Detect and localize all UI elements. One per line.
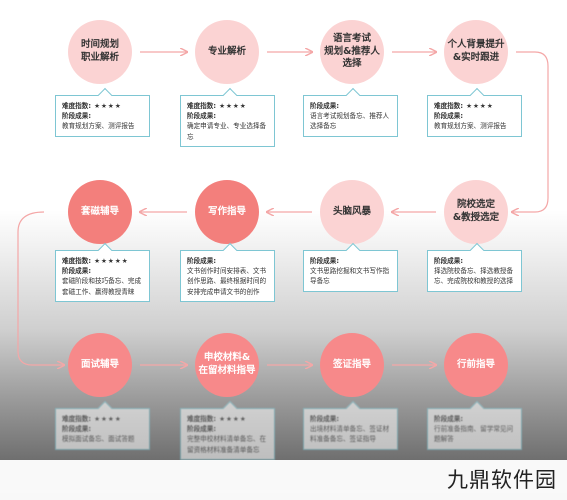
card-line-value: 出境材料清单备忘、签证材料准备备忘、签证指导: [310, 425, 390, 444]
step-node-n10: 申校材料& 在留材料指导: [195, 333, 259, 397]
card-line: 阶段成果:: [187, 424, 268, 434]
difficulty-stars: ★★★★: [91, 102, 122, 110]
card-line-label: 难度指数:: [62, 102, 92, 110]
step-node-n2: 专业解析: [195, 20, 259, 84]
card-line-value: 教育规划方案、测评报告: [434, 122, 507, 131]
card-line-label: 难度指数:: [434, 102, 464, 110]
watermark-text: 九鼎软件园: [447, 468, 557, 492]
difficulty-stars: ★★★★★: [91, 257, 129, 265]
card-line: 套磁阶段和技巧备忘、完成套磁工作、赢得教授青睐: [62, 276, 143, 296]
step-node-n12: 行前指导: [444, 333, 508, 397]
card-line-label: 阶段成果:: [187, 425, 217, 434]
step-card-n1: 难度指数: ★★★★阶段成果:教育规划方案、测评报告: [55, 87, 150, 137]
card-line-value: 文书思路挖掘和文书写作指导备忘: [310, 267, 390, 286]
step-node-n5: 院校选定 &教授选定: [444, 180, 508, 244]
connector-left: [17, 211, 64, 365]
card-line: 教育规划方案、测评报告: [434, 121, 515, 131]
card-line: 阶段成果:: [62, 424, 143, 434]
card-line-label: 阶段成果:: [310, 102, 340, 110]
card-line: 出境材料清单备忘、签证材料准备备忘、签证指导: [310, 424, 391, 444]
card-line-label: 难度指数:: [62, 257, 92, 265]
card-line: 阶段成果:: [62, 111, 143, 121]
card-line-value: 教育规划方案、测评报告: [62, 122, 135, 131]
difficulty-stars: ★★★★: [463, 102, 494, 110]
card-line: 阶段成果:: [434, 256, 515, 266]
step-node-n9: 面试辅导: [68, 333, 132, 397]
card-line: 难度指数: ★★★★: [187, 101, 268, 111]
step-node-n4: 个人背景提升 &实时跟进: [444, 20, 508, 84]
card-line-label: 阶段成果:: [62, 112, 92, 121]
card-line: 教育规划方案、测评报告: [62, 121, 143, 131]
card-line-label: 阶段成果:: [62, 267, 92, 276]
card-line-label: 阶段成果:: [434, 415, 464, 423]
card-line-value: 套磁阶段和技巧备忘、完成套磁工作、赢得教授青睐: [62, 277, 142, 296]
card-line-label: 阶段成果:: [62, 425, 92, 434]
step-card-n3: 阶段成果: 语言考试规划备忘、推荐人选择备忘: [303, 87, 398, 137]
card-line-label: 阶段成果:: [434, 257, 464, 265]
card-line-label: 阶段成果:: [310, 415, 340, 423]
step-node-n6: 头脑风暴: [320, 180, 384, 244]
card-line-value: 完整申校材料清单备忘、在留资格材料准备清单备忘: [187, 435, 267, 454]
card-line-label: 阶段成果:: [187, 257, 217, 265]
card-line: 完整申校材料清单备忘、在留资格材料准备清单备忘: [187, 434, 268, 454]
card-line: 阶段成果:: [310, 414, 391, 424]
card-line: 难度指数: ★★★★: [62, 414, 143, 424]
card-line: 阶段成果:: [187, 111, 268, 121]
step-node-n11: 签证指导: [320, 333, 384, 397]
card-line-value: 文书创作时间安排表、文书创作思路、最终根据时间的安排完成申请文书的创作: [187, 267, 267, 296]
step-card-n5: 阶段成果: 择选院校备忘、择选教授备忘、完成院校和教授的选择: [427, 242, 522, 292]
step-card-n7: 阶段成果: 文书创作时间安排表、文书创作思路、最终根据时间的安排完成申请文书的创作: [180, 242, 275, 302]
card-line: 阶段成果:: [310, 101, 391, 111]
difficulty-stars: ★★★★: [216, 102, 247, 110]
card-line: 确定申请专业、专业选择备忘: [187, 121, 268, 141]
step-card-n4: 难度指数: ★★★★阶段成果:教育规划方案、测评报告: [427, 87, 522, 137]
card-line: 难度指数: ★★★★: [62, 101, 143, 111]
card-line-value: 模拟面试备忘、面试答题: [62, 435, 135, 444]
step-card-n9: 难度指数: ★★★★阶段成果:模拟面试备忘、面试答题: [55, 400, 150, 450]
card-line: 文书思路挖掘和文书写作指导备忘: [310, 266, 391, 286]
card-line: 语言考试规划备忘、推荐人选择备忘: [310, 111, 391, 131]
difficulty-stars: ★★★★: [91, 415, 122, 423]
card-line: 阶段成果:: [434, 414, 515, 424]
card-line: 难度指数: ★★★★: [187, 414, 268, 424]
card-line-value: 择选院校备忘、择选教授备忘、完成院校和教授的选择: [434, 267, 514, 286]
step-card-n12: 阶段成果: 行前准备指南、留学常见问题解答: [427, 400, 522, 450]
step-card-n10: 难度指数: ★★★★阶段成果:完整申校材料清单备忘、在留资格材料准备清单备忘: [180, 400, 275, 460]
card-line: 阶段成果:: [62, 266, 143, 276]
step-node-n8: 套磁辅导: [68, 180, 132, 244]
card-line-value: 确定申请专业、专业选择备忘: [187, 122, 267, 141]
card-line: 模拟面试备忘、面试答题: [62, 434, 143, 444]
card-line-value: 语言考试规划备忘、推荐人选择备忘: [310, 112, 390, 131]
card-line-label: 阶段成果:: [434, 112, 464, 121]
card-line: 阶段成果:: [310, 256, 391, 266]
card-line: 阶段成果:: [434, 111, 515, 121]
step-card-n2: 难度指数: ★★★★阶段成果:确定申请专业、专业选择备忘: [180, 87, 275, 147]
card-line-label: 阶段成果:: [310, 257, 340, 265]
card-line: 择选院校备忘、择选教授备忘、完成院校和教授的选择: [434, 266, 515, 286]
card-line: 文书创作时间安排表、文书创作思路、最终根据时间的安排完成申请文书的创作: [187, 266, 268, 297]
card-line-value: 行前准备指南、留学常见问题解答: [434, 425, 514, 444]
step-card-n8: 难度指数: ★★★★★阶段成果:套磁阶段和技巧备忘、完成套磁工作、赢得教授青睐: [55, 242, 150, 302]
card-line: 行前准备指南、留学常见问题解答: [434, 424, 515, 444]
card-line-label: 阶段成果:: [187, 112, 217, 121]
connector-right: [512, 51, 549, 212]
card-line: 难度指数: ★★★★★: [62, 256, 143, 266]
watermark-banner: 九鼎软件园: [0, 460, 567, 500]
card-line-label: 难度指数:: [187, 102, 217, 110]
card-line: 阶段成果:: [187, 256, 268, 266]
card-line: 难度指数: ★★★★: [434, 101, 515, 111]
step-node-n1: 时间规划 职业解析: [68, 20, 132, 84]
step-node-n7: 写作指导: [195, 180, 259, 244]
step-card-n11: 阶段成果: 出境材料清单备忘、签证材料准备备忘、签证指导: [303, 400, 398, 450]
card-line-label: 难度指数:: [187, 415, 217, 423]
difficulty-stars: ★★★★: [216, 415, 247, 423]
step-card-n6: 阶段成果: 文书思路挖掘和文书写作指导备忘: [303, 242, 398, 292]
step-node-n3: 语言考试 规划&推荐人 选择: [320, 20, 384, 84]
card-line-label: 难度指数:: [62, 415, 92, 423]
